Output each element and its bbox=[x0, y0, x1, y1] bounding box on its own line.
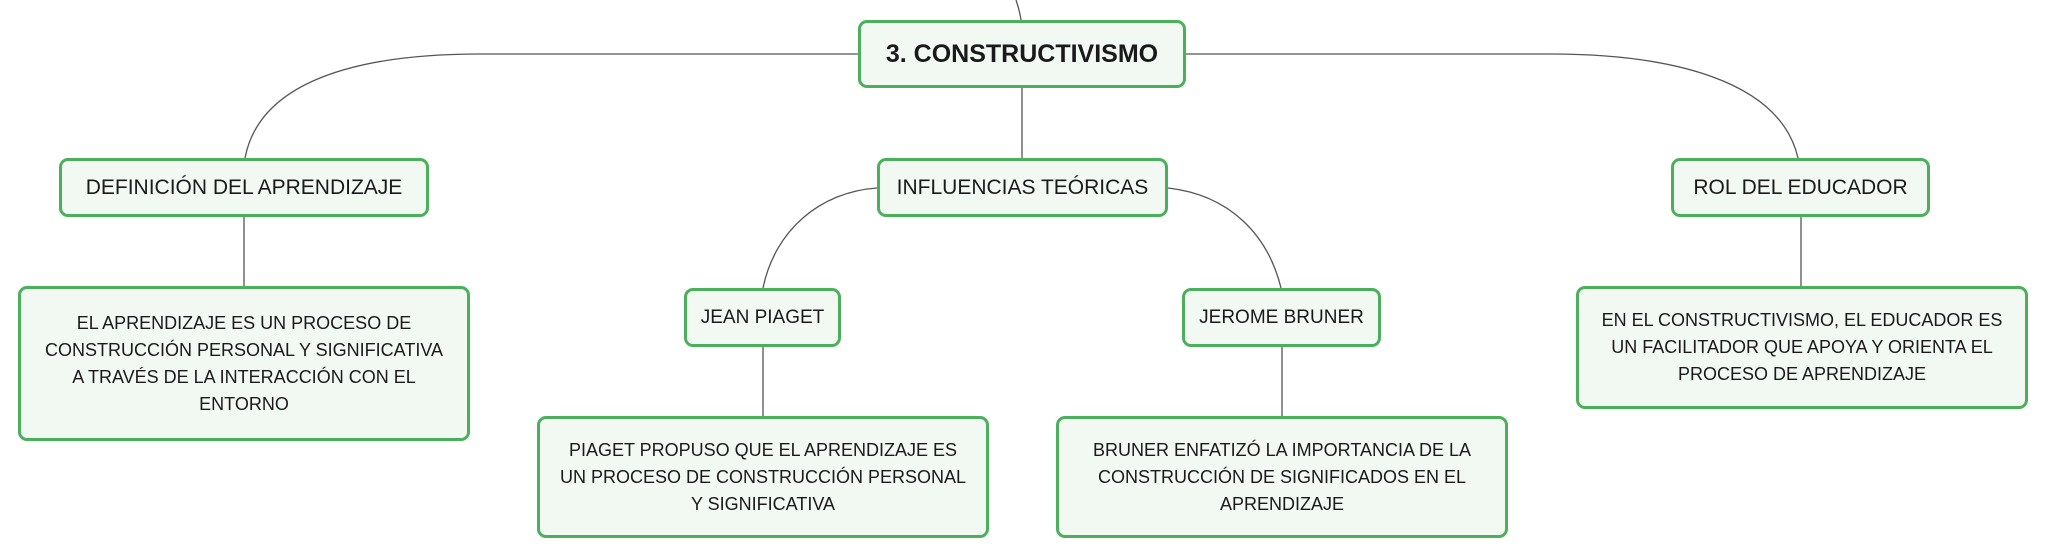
rol-text-box[interactable]: EN EL CONSTRUCTIVISMO, EL EDUCADOR ES UN… bbox=[1576, 286, 2028, 409]
rol-text: EN EL CONSTRUCTIVISMO, EL EDUCADOR ES UN… bbox=[1601, 310, 2003, 384]
definicion-text-box[interactable]: EL APRENDIZAJE ES UN PROCESO DE CONSTRUC… bbox=[18, 286, 470, 441]
definicion-text: EL APRENDIZAJE ES UN PROCESO DE CONSTRUC… bbox=[44, 312, 444, 414]
piaget-text-box[interactable]: PIAGET PROPUSO QUE EL APRENDIZAJE ES UN … bbox=[537, 416, 989, 538]
connector-influencias-bruner bbox=[1167, 187, 1282, 289]
bruner-text: BRUNER ENFATIZÓ LA IMPORTANCIA DE LA CON… bbox=[1092, 439, 1472, 514]
piaget-text: PIAGET PROPUSO QUE EL APRENDIZAJE ES UN … bbox=[559, 439, 967, 514]
topic-piaget-label: JEAN PIAGET bbox=[700, 306, 825, 328]
topic-piaget[interactable]: JEAN PIAGET bbox=[684, 288, 841, 347]
topic-rol[interactable]: ROL DEL EDUCADOR bbox=[1671, 158, 1930, 217]
connector-root-definicion bbox=[244, 53, 858, 159]
topic-bruner[interactable]: JEROME BRUNER bbox=[1182, 288, 1381, 347]
topic-influencias-label: INFLUENCIAS TEÓRICAS bbox=[896, 175, 1149, 199]
connector-root-rol bbox=[1186, 53, 1799, 159]
topic-rol-label: ROL DEL EDUCADOR bbox=[1693, 175, 1908, 199]
connector-influencias-piaget bbox=[762, 187, 878, 289]
topic-bruner-label: JEROME BRUNER bbox=[1199, 306, 1364, 328]
root-topic[interactable]: 3. CONSTRUCTIVISMO bbox=[858, 20, 1186, 88]
connector-parent bbox=[1015, 0, 1022, 21]
bruner-text-box[interactable]: BRUNER ENFATIZÓ LA IMPORTANCIA DE LA CON… bbox=[1056, 416, 1508, 538]
topic-influencias[interactable]: INFLUENCIAS TEÓRICAS bbox=[877, 158, 1168, 217]
topic-definicion[interactable]: DEFINICIÓN DEL APRENDIZAJE bbox=[59, 158, 429, 217]
topic-definicion-label: DEFINICIÓN DEL APRENDIZAJE bbox=[85, 175, 403, 199]
root-topic-label: 3. CONSTRUCTIVISMO bbox=[885, 39, 1159, 68]
